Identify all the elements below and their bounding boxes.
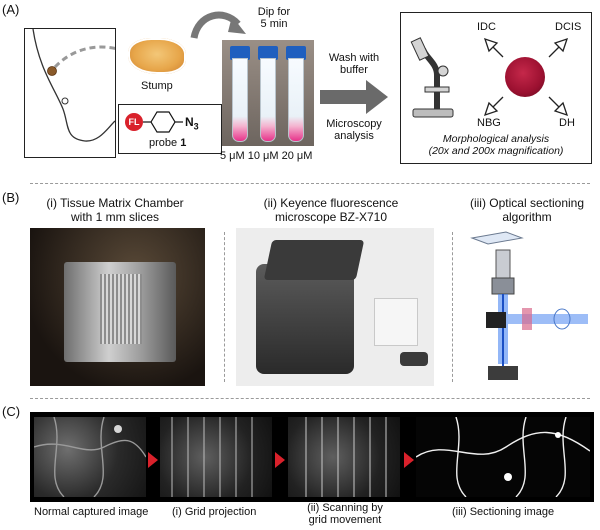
separator-b-c <box>30 398 590 399</box>
micro-image-scanning <box>288 417 400 497</box>
breast-outline-icon <box>32 29 115 142</box>
outcome-nbg: NBG <box>477 117 501 129</box>
dip-label: Dip for 5 min <box>246 6 302 30</box>
dip-label-line1: Dip for <box>257 6 291 18</box>
probe-caption: probe 1 <box>149 137 186 149</box>
caption-scanning: (ii) Scanning by grid movement <box>288 502 402 526</box>
benzene-ring-icon <box>143 111 183 133</box>
breast-frame <box>24 28 116 158</box>
diagonal-arrow-icon <box>483 96 504 117</box>
foot-pedal <box>400 352 428 366</box>
b-iii-line1: (iii) Optical sectioning <box>469 196 585 210</box>
wash-label: Wash with buffer <box>320 52 388 76</box>
stump-label: Stump <box>141 80 173 92</box>
tube-cap-2 <box>258 46 278 60</box>
panel-c-letter: (C) <box>2 404 21 419</box>
diagonal-arrow-icon <box>548 96 569 117</box>
azide-sub: 3 <box>193 121 199 132</box>
caption-sectioned: (iii) Sectioning image <box>452 506 555 518</box>
stained-tissue <box>505 57 545 97</box>
micro-image-normal <box>34 417 146 497</box>
tube-cap-3 <box>286 46 306 60</box>
cell-network <box>34 417 146 497</box>
right-arrow-icon <box>320 80 388 114</box>
micro-image-sectioned <box>416 417 590 497</box>
b-i-title: (i) Tissue Matrix Chamber with 1 mm slic… <box>30 196 200 224</box>
scan-lines <box>305 417 387 497</box>
probe-box: FL N3 probe 1 <box>118 104 222 154</box>
morph-line1: Morphological analysis <box>442 133 550 145</box>
b-ii-line2: microscope BZ-X710 <box>274 210 388 224</box>
micro-image-grid <box>160 417 272 497</box>
tissue-chamber-photo <box>30 228 205 386</box>
azide-label: N3 <box>185 115 199 131</box>
tube-3 <box>288 58 304 142</box>
divider-b-1 <box>224 232 225 382</box>
probe-number: 1 <box>180 137 187 149</box>
red-arrow-icon <box>148 452 158 468</box>
tube-1 <box>232 58 248 142</box>
optical-path-icon <box>470 231 588 380</box>
probe-label: probe <box>149 137 178 149</box>
caption-grid: (i) Grid projection <box>172 506 257 518</box>
wash-line1: Wash with <box>328 52 380 64</box>
microscope-lid <box>263 240 365 280</box>
morph-line2: (20x and 200x magnification) <box>428 145 564 157</box>
microscope-body <box>256 264 354 374</box>
b-ii-line1: (ii) Keyence fluorescence <box>263 196 399 210</box>
panel-b-letter: (B) <box>2 190 20 205</box>
sectioned-network <box>416 417 590 497</box>
wash-line2: buffer <box>340 64 368 76</box>
b-iii-title: (iii) Optical sectioning algorithm <box>456 196 598 224</box>
b-i-line1: (i) Tissue Matrix Chamber <box>46 196 184 210</box>
outcome-dh: DH <box>559 117 575 129</box>
diagonal-arrow-icon <box>548 37 569 58</box>
tube-cap-1 <box>230 46 250 60</box>
outcome-idc: IDC <box>477 21 496 33</box>
divider-b-2 <box>452 232 453 382</box>
stump-image <box>128 38 186 74</box>
separator-a-b <box>30 183 590 184</box>
tube-2 <box>260 58 276 142</box>
keyence-microscope-photo <box>236 228 434 386</box>
outcome-dcis: DCIS <box>555 21 582 33</box>
b-i-line2: with 1 mm slices <box>70 210 159 224</box>
panel-a-letter: (A) <box>2 2 20 17</box>
micro-line2: analysis <box>334 130 374 142</box>
dip-label-line2: 5 min <box>260 18 288 30</box>
caption-normal: Normal captured image <box>34 506 149 518</box>
controller-box <box>374 298 418 346</box>
tubes-photo <box>222 40 314 146</box>
grid-lines <box>171 417 253 497</box>
micro-line1: Microscopy <box>326 118 382 130</box>
diagonal-arrows <box>483 37 569 117</box>
concentrations-label: 5 μM 10 μM 20 μM <box>220 150 313 162</box>
red-arrow-icon <box>404 452 414 468</box>
b-ii-title: (ii) Keyence fluorescence microscope BZ-… <box>236 196 426 224</box>
morphology-box: IDC DCIS NBG DH Morphological analysis (… <box>400 12 592 164</box>
optical-sectioning-diagram <box>462 228 592 386</box>
diagonal-arrow-icon <box>483 37 504 58</box>
microscopy-label: Microscopy analysis <box>316 118 392 142</box>
azide-n: N <box>185 115 194 129</box>
caption-scanning-line2: grid movement <box>308 514 382 526</box>
b-iii-line2: algorithm <box>502 210 552 224</box>
morphology-caption: Morphological analysis (20x and 200x mag… <box>401 133 591 157</box>
chamber-slot <box>100 274 142 344</box>
caption-scanning-line1: (ii) Scanning by <box>307 502 383 514</box>
microscope-icon <box>410 37 454 118</box>
fl-badge: FL <box>125 113 143 131</box>
curved-arrow-icon <box>190 11 246 39</box>
red-arrow-icon <box>275 452 285 468</box>
